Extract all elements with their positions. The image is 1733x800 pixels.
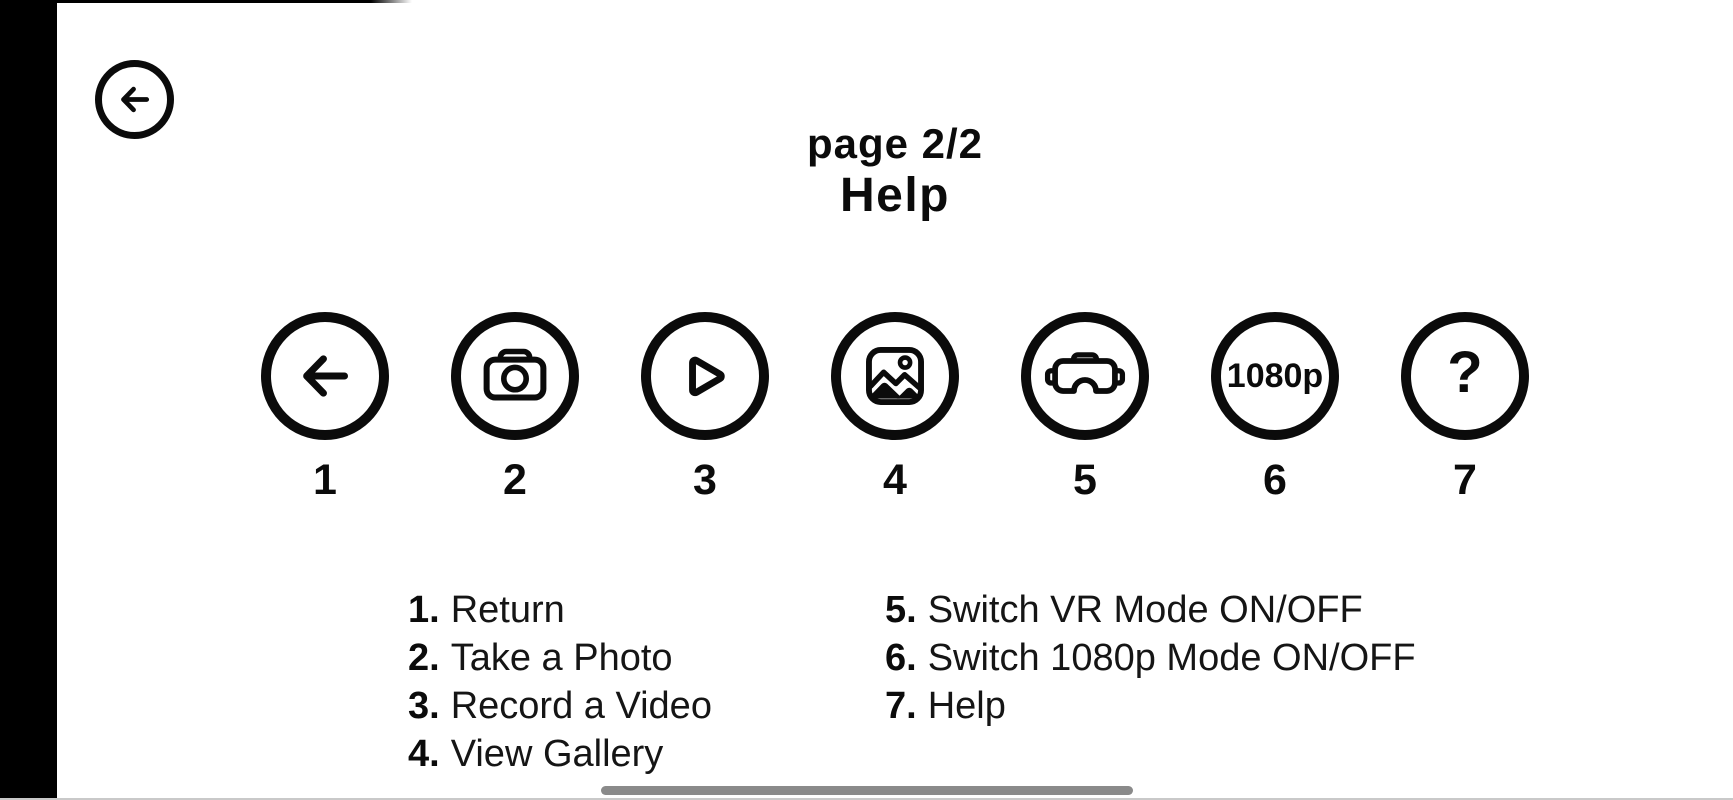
letterbox-top-strip (0, 0, 412, 3)
legend-entry-number: 3. (408, 685, 440, 727)
icon-number: 4 (883, 456, 907, 504)
gallery-icon (831, 312, 959, 440)
icon-legend-row: 1 2 3 (57, 312, 1733, 502)
legend-entry-text: View Gallery (450, 733, 664, 775)
icon-number: 6 (1263, 456, 1287, 504)
back-button[interactable] (95, 60, 174, 139)
legend-entry-number: 5. (885, 589, 917, 631)
legend-entry-text: Switch VR Mode ON/OFF (927, 589, 1363, 631)
legend-entry-vr-mode: 5.Switch VR Mode ON/OFF (885, 586, 1416, 634)
legend-entry-take-photo: 2.Take a Photo (408, 634, 712, 682)
gesture-navigation-bar[interactable] (601, 786, 1133, 795)
icon-number: 1 (313, 456, 337, 504)
legend-entry-text: Take a Photo (450, 637, 673, 679)
icon-number: 3 (693, 456, 717, 504)
page-indicator: page 2/2 (806, 120, 984, 167)
arrow-left-icon (261, 312, 389, 440)
1080p-badge-icon: 1080p (1211, 312, 1339, 440)
legend-item-gallery: 4 (800, 312, 990, 502)
1080p-badge-text: 1080p (1226, 356, 1324, 395)
legend-entry-number: 6. (885, 637, 917, 679)
legend-item-video: 3 (610, 312, 800, 502)
icon-number: 7 (1453, 456, 1477, 504)
legend-entry-return: 1.Return (408, 586, 712, 634)
legend-item-return: 1 (230, 312, 420, 502)
legend-column-left: 1.Return 2.Take a Photo 3.Record a Video… (408, 586, 712, 778)
legend-item-help: ? 7 (1370, 312, 1560, 502)
legend-entry-number: 2. (408, 637, 440, 679)
arrow-left-icon (111, 76, 158, 123)
legend-entry-view-gallery: 4.View Gallery (408, 730, 712, 778)
icon-number: 5 (1073, 456, 1097, 504)
legend-item-vr-mode: 5 (990, 312, 1180, 502)
legend-column-right: 5.Switch VR Mode ON/OFF 6.Switch 1080p M… (885, 586, 1416, 730)
legend-entry-help: 7.Help (885, 682, 1416, 730)
legend-entry-text: Switch 1080p Mode ON/OFF (927, 637, 1416, 679)
page-title: Help (839, 169, 950, 222)
question-mark-icon: ? (1401, 312, 1529, 440)
legend-entry-record-video: 3.Record a Video (408, 682, 712, 730)
legend-entry-text: Return (450, 589, 565, 631)
vr-goggles-icon (1021, 312, 1149, 440)
question-badge-text: ? (1447, 340, 1483, 405)
screen-bottom-edge (0, 798, 1733, 800)
letterbox-left-bar (0, 0, 57, 800)
legend-entry-number: 7. (885, 685, 917, 727)
icon-number: 2 (503, 456, 527, 504)
legend-entry-text: Record a Video (450, 685, 712, 727)
play-icon (641, 312, 769, 440)
legend-item-photo: 2 (420, 312, 610, 502)
camera-icon (451, 312, 579, 440)
legend-entry-number: 1. (408, 589, 440, 631)
legend-entry-1080p-mode: 6.Switch 1080p Mode ON/OFF (885, 634, 1416, 682)
legend-entry-text: Help (927, 685, 1006, 727)
legend-entry-number: 4. (408, 733, 440, 775)
legend-item-1080p-mode: 1080p 6 (1180, 312, 1370, 502)
